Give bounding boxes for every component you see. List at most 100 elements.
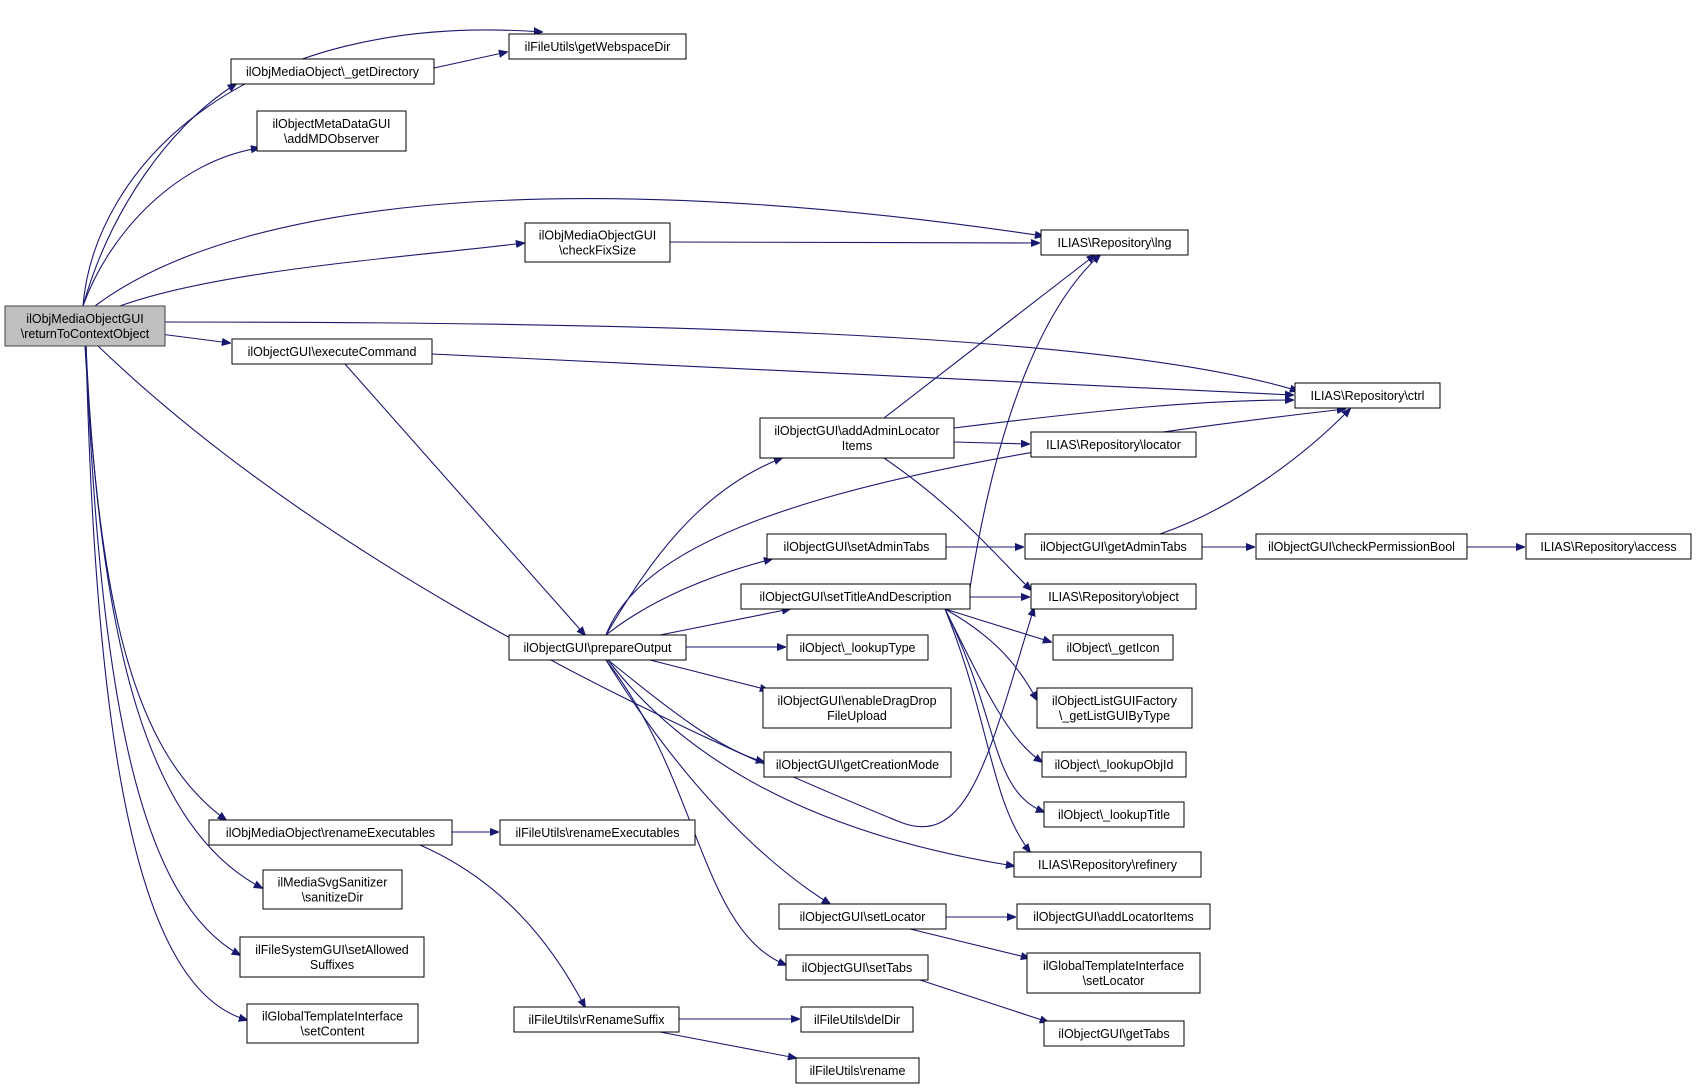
node-box-getWebspaceDir[interactable] xyxy=(508,33,687,60)
node-box-lookupTitle[interactable] xyxy=(1043,801,1185,828)
node-getWebspaceDir[interactable]: ilFileUtils\getWebspaceDir xyxy=(508,33,687,60)
node-getListGUI[interactable]: ilObjectListGUIFactory\_getListGUIByType xyxy=(1036,687,1193,729)
node-lng[interactable]: ILIAS\Repository\lng xyxy=(1040,229,1189,256)
node-locator[interactable]: ILIAS\Repository\locator xyxy=(1030,431,1197,458)
node-box-getDirectory[interactable] xyxy=(230,58,435,85)
node-box-fileRenameExec[interactable] xyxy=(499,819,696,846)
node-box-setAllowed[interactable] xyxy=(239,936,425,978)
edge-setTitleDesc-to-getIcon xyxy=(944,608,1051,642)
node-box-sanitizeDir[interactable] xyxy=(262,869,403,910)
edge-root-to-checkFixSize xyxy=(119,243,524,307)
node-label-checkFixSize-1: \checkFixSize xyxy=(559,244,636,258)
node-box-lookupType[interactable] xyxy=(786,634,929,661)
node-box-ctrl[interactable] xyxy=(1294,382,1441,409)
node-root[interactable]: ilObjMediaObjectGUI\returnToContextObjec… xyxy=(4,305,166,347)
edge-rRenameSuffix-to-rename xyxy=(659,1031,796,1058)
node-box-setTitleDesc[interactable] xyxy=(740,583,971,610)
node-tplSetLocator[interactable]: ilGlobalTemplateInterface\setLocator xyxy=(1026,952,1201,994)
node-getAdminTabs[interactable]: ilObjectGUI\getAdminTabs xyxy=(1024,533,1203,560)
node-box-access[interactable] xyxy=(1525,533,1692,560)
node-sanitizeDir[interactable]: ilMediaSvgSanitizer\sanitizeDir xyxy=(262,869,403,910)
node-getDirectory[interactable]: ilObjMediaObject\_getDirectory xyxy=(230,58,435,85)
node-box-setContent[interactable] xyxy=(246,1003,419,1044)
edge-setTabs-to-getTabs xyxy=(919,979,1048,1022)
edge-root-to-setContent xyxy=(85,345,247,1020)
node-label-lookupTitle-0: ilObject\_lookupTitle xyxy=(1058,808,1170,822)
node-checkPermission[interactable]: ilObjectGUI\checkPermissionBool xyxy=(1255,533,1468,560)
node-box-object[interactable] xyxy=(1030,583,1197,610)
edge-addAdminLocator-to-locator xyxy=(953,442,1029,444)
node-getTabs[interactable]: ilObjectGUI\getTabs xyxy=(1043,1020,1185,1047)
node-label-enableDragDrop-0: ilObjectGUI\enableDragDrop xyxy=(777,694,936,708)
node-box-executeCommand[interactable] xyxy=(231,338,433,365)
node-label-setAllowed-0: ilFileSystemGUI\setAllowed xyxy=(255,943,409,957)
node-box-getListGUI[interactable] xyxy=(1036,687,1193,729)
node-label-tplSetLocator-0: ilGlobalTemplateInterface xyxy=(1043,959,1184,973)
node-label-getTabs-0: ilObjectGUI\getTabs xyxy=(1058,1027,1169,1041)
node-label-getDirectory-0: ilObjMediaObject\_getDirectory xyxy=(246,65,420,79)
edge-prepareOutput-to-setTabs xyxy=(605,659,786,965)
node-lookupObjId[interactable]: ilObject\_lookupObjId xyxy=(1041,751,1187,778)
node-ctrl[interactable]: ILIAS\Repository\ctrl xyxy=(1294,382,1441,409)
node-setAdminTabs[interactable]: ilObjectGUI\setAdminTabs xyxy=(766,533,947,560)
node-box-root[interactable] xyxy=(4,305,166,347)
node-box-getIcon[interactable] xyxy=(1052,634,1174,661)
node-box-rename[interactable] xyxy=(795,1057,920,1084)
node-box-getAdminTabs[interactable] xyxy=(1024,533,1203,560)
node-box-getTabs[interactable] xyxy=(1043,1020,1185,1047)
node-box-checkPermission[interactable] xyxy=(1255,533,1468,560)
node-label-refinery-0: ILIAS\Repository\refinery xyxy=(1038,858,1178,872)
node-box-addMDObserver[interactable] xyxy=(256,110,407,152)
node-label-enableDragDrop-1: FileUpload xyxy=(827,709,887,723)
node-fileRenameExec[interactable]: ilFileUtils\renameExecutables xyxy=(499,819,696,846)
node-box-addAdminLocator[interactable] xyxy=(759,417,955,459)
node-box-renameExecutables[interactable] xyxy=(208,819,453,846)
node-box-prepareOutput[interactable] xyxy=(508,634,687,661)
node-rRenameSuffix[interactable]: ilFileUtils\rRenameSuffix xyxy=(513,1006,680,1033)
edges xyxy=(82,30,1524,1058)
node-getCreationMode[interactable]: ilObjectGUI\getCreationMode xyxy=(763,751,952,778)
node-checkFixSize[interactable]: ilObjMediaObjectGUI\checkFixSize xyxy=(524,222,671,263)
node-box-addLocatorItems[interactable] xyxy=(1016,903,1211,930)
node-access[interactable]: ILIAS\Repository\access xyxy=(1525,533,1692,560)
node-rename[interactable]: ilFileUtils\rename xyxy=(795,1057,920,1084)
node-addLocatorItems[interactable]: ilObjectGUI\addLocatorItems xyxy=(1016,903,1211,930)
node-addMDObserver[interactable]: ilObjectMetaDataGUI\addMDObserver xyxy=(256,110,407,152)
node-getIcon[interactable]: ilObject\_getIcon xyxy=(1052,634,1174,661)
node-label-renameExecutables-0: ilObjMediaObject\renameExecutables xyxy=(226,826,435,840)
node-box-refinery[interactable] xyxy=(1013,851,1202,878)
node-lookupTitle[interactable]: ilObject\_lookupTitle xyxy=(1043,801,1185,828)
node-setLocator[interactable]: ilObjectGUI\setLocator xyxy=(778,903,947,930)
node-box-lng[interactable] xyxy=(1040,229,1189,256)
node-box-setAdminTabs[interactable] xyxy=(766,533,947,560)
node-lookupType[interactable]: ilObject\_lookupType xyxy=(786,634,929,661)
node-box-lookupObjId[interactable] xyxy=(1041,751,1187,778)
node-delDir[interactable]: ilFileUtils\delDir xyxy=(800,1006,914,1033)
node-label-addAdminLocator-0: ilObjectGUI\addAdminLocator xyxy=(774,424,939,438)
node-label-rRenameSuffix-0: ilFileUtils\rRenameSuffix xyxy=(529,1013,666,1027)
node-box-setLocator[interactable] xyxy=(778,903,947,930)
node-box-enableDragDrop[interactable] xyxy=(762,687,952,729)
node-prepareOutput[interactable]: ilObjectGUI\prepareOutput xyxy=(508,634,687,661)
node-box-rRenameSuffix[interactable] xyxy=(513,1006,680,1033)
node-box-getCreationMode[interactable] xyxy=(763,751,952,778)
node-setContent[interactable]: ilGlobalTemplateInterface\setContent xyxy=(246,1003,419,1044)
node-executeCommand[interactable]: ilObjectGUI\executeCommand xyxy=(231,338,433,365)
node-box-delDir[interactable] xyxy=(800,1006,914,1033)
node-setTabs[interactable]: ilObjectGUI\setTabs xyxy=(785,954,929,981)
node-box-tplSetLocator[interactable] xyxy=(1026,952,1201,994)
node-renameExecutables[interactable]: ilObjMediaObject\renameExecutables xyxy=(208,819,453,846)
node-label-lookupType-0: ilObject\_lookupType xyxy=(799,641,915,655)
node-setTitleDesc[interactable]: ilObjectGUI\setTitleAndDescription xyxy=(740,583,971,610)
node-box-checkFixSize[interactable] xyxy=(524,222,671,263)
node-refinery[interactable]: ILIAS\Repository\refinery xyxy=(1013,851,1202,878)
node-box-setTabs[interactable] xyxy=(785,954,929,981)
node-label-getListGUI-0: ilObjectListGUIFactory xyxy=(1052,694,1178,708)
node-object[interactable]: ILIAS\Repository\object xyxy=(1030,583,1197,610)
node-label-object-0: ILIAS\Repository\object xyxy=(1048,590,1179,604)
node-box-locator[interactable] xyxy=(1030,431,1197,458)
